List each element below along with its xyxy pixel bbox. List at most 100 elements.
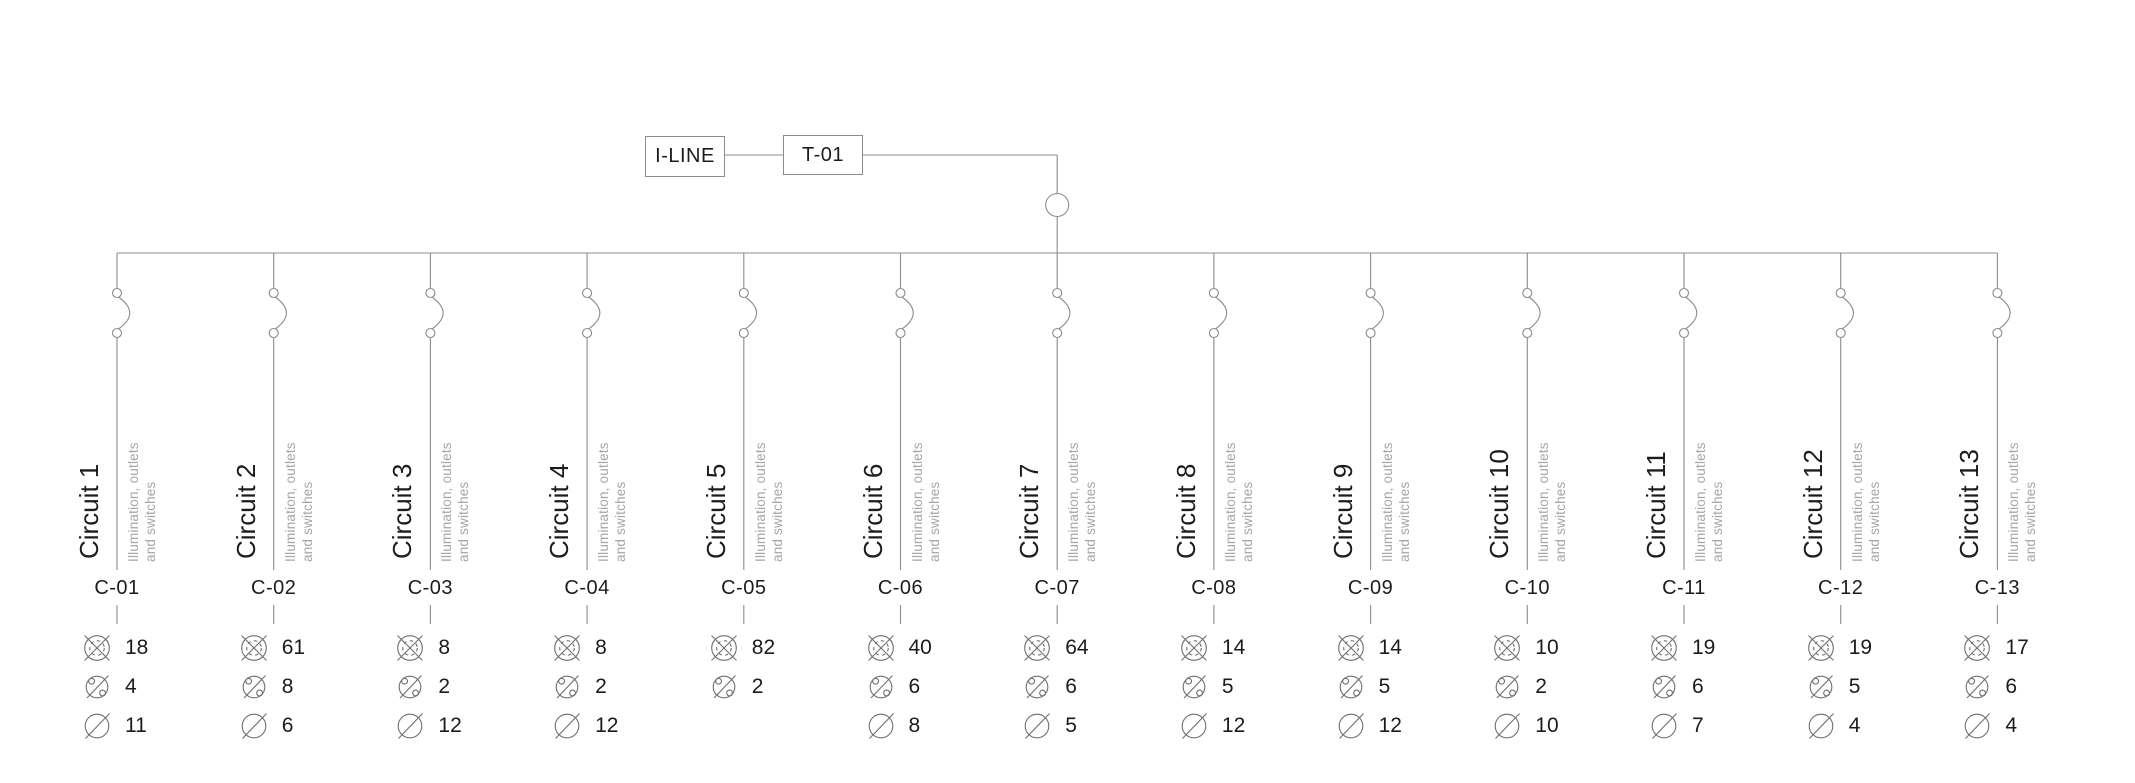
device-count-row: 82: [706, 628, 866, 667]
circuit-subtitle: Illumination, outlets and switches: [439, 442, 472, 562]
circuit-subtitle: Illumination, outlets and switches: [753, 442, 786, 562]
luminaire-icon: [1803, 630, 1839, 666]
circuit-title: Circuit 3: [387, 463, 418, 559]
circuit-title: Circuit 12: [1797, 449, 1828, 559]
device-count-row: 61: [236, 628, 396, 667]
circuit-device-counts: 19 6 7: [1646, 628, 1806, 745]
circuit-title: Circuit 4: [544, 463, 575, 559]
circuit-device-counts: 61 8 6: [236, 628, 396, 745]
transformer-label: T-01: [801, 143, 845, 166]
circuit-device-counts: 18 4 11: [79, 628, 239, 745]
main-panel-box: I-LINE: [645, 136, 725, 177]
circuit-code-label: C-09: [1347, 577, 1394, 599]
device-count-row: 4: [1803, 706, 1963, 745]
device-count-row: 8: [392, 628, 552, 667]
circuit-code-label: C-06: [877, 577, 924, 599]
circuit-subtitle-line2: and switches: [1239, 481, 1255, 562]
device-count-row: 14: [1176, 628, 1336, 667]
circuit-subtitle-line2: and switches: [1082, 481, 1098, 562]
breaker-symbol-icon: [738, 253, 758, 339]
device-count-value: 4: [1848, 713, 1861, 737]
device-count-value: 2: [595, 674, 607, 698]
device-count-row: 6: [1959, 667, 2119, 706]
circuit-title: Circuit 9: [1327, 463, 1358, 559]
device-count-value: 4: [2005, 713, 2018, 737]
breaker-symbol-icon: [425, 253, 444, 339]
switch-icon: [1803, 669, 1839, 705]
circuit-device-counts: 14 5 12: [1176, 628, 1336, 745]
device-count-value: 4: [125, 674, 137, 698]
device-count-row: 18: [79, 628, 239, 667]
device-count-value: 5: [1378, 674, 1391, 698]
circuit-code-label: C-10: [1504, 577, 1550, 599]
circuit-code-label: C-13: [1974, 577, 2021, 599]
switch-icon: [79, 669, 115, 705]
circuit-code-label: C-08: [1191, 577, 1237, 599]
circuit-code-label: C-07: [1034, 577, 1080, 599]
luminaire-icon: [236, 630, 272, 666]
device-count-value: 8: [908, 713, 921, 737]
device-count-row: 6: [1646, 667, 1806, 706]
circuit-code-label: C-05: [721, 577, 767, 599]
luminaire-icon: [1333, 630, 1369, 666]
device-count-value: 6: [2005, 674, 2018, 698]
circuit-subtitle-line2: and switches: [769, 481, 785, 562]
device-count-row: 6: [1019, 667, 1179, 706]
transformer-box: T-01: [783, 135, 863, 175]
circuit-title: Circuit 11: [1641, 451, 1671, 559]
circuit-device-counts: 82 2: [706, 628, 866, 706]
circuit-subtitle-line2: and switches: [612, 481, 628, 562]
circuit-code-label: C-04: [564, 577, 610, 599]
device-count-row: 5: [1333, 667, 1493, 706]
device-count-row: 12: [549, 706, 709, 745]
circuit-subtitle-line1: Illumination, outlets: [1066, 442, 1082, 562]
device-count-row: 6: [236, 706, 396, 745]
device-count-value: 2: [438, 674, 451, 698]
outlet-icon: [1489, 708, 1525, 744]
circuit-subtitle-line1: Illumination, outlets: [1693, 442, 1708, 562]
switch-icon: [1019, 669, 1055, 705]
circuit-device-counts: 17 6 4: [1959, 628, 2119, 745]
device-count-value: 2: [751, 674, 764, 698]
device-count-row: 10: [1489, 628, 1649, 667]
circuit-subtitle-line2: and switches: [1709, 481, 1725, 562]
circuit-title: Circuit 2: [230, 463, 261, 559]
luminaire-icon: [1176, 630, 1212, 666]
circuit-subtitle: Illumination, outlets and switches: [1380, 442, 1413, 562]
circuit-subtitle: Illumination, outlets and switches: [2006, 442, 2039, 562]
circuit-subtitle: Illumination, outlets and switches: [1693, 442, 1726, 562]
circuit-subtitle-line1: Illumination, outlets: [909, 442, 925, 562]
circuit-subtitle: Illumination, outlets and switches: [1066, 442, 1099, 562]
outlet-icon: [863, 708, 899, 744]
circuit-subtitle-line1: Illumination, outlets: [596, 442, 612, 562]
circuit-subtitle-line2: and switches: [455, 481, 471, 562]
device-count-value: 40: [908, 635, 932, 659]
device-count-row: 2: [392, 667, 552, 706]
switch-icon: [549, 669, 585, 705]
device-count-value: 64: [1065, 635, 1089, 659]
device-count-value: 17: [2005, 635, 2029, 659]
breaker-symbol-icon: [268, 253, 287, 339]
device-count-value: 7: [1692, 713, 1704, 737]
circuit-subtitle-line2: and switches: [142, 481, 158, 562]
device-count-row: 10: [1489, 706, 1649, 745]
device-count-row: 19: [1803, 628, 1963, 667]
circuit-subtitle-line1: Illumination, outlets: [439, 442, 455, 562]
device-count-row: 2: [549, 667, 709, 706]
circuit-subtitle-line1: Illumination, outlets: [282, 442, 298, 562]
circuit-code-label: C-03: [407, 577, 454, 599]
device-count-row: 2: [1489, 667, 1649, 706]
luminaire-icon: [1959, 630, 1995, 666]
breaker-symbol-icon: [1522, 253, 1541, 339]
device-count-value: 10: [1535, 635, 1559, 659]
circuit-subtitle-line1: Illumination, outlets: [1222, 442, 1238, 562]
device-count-value: 12: [1221, 713, 1246, 737]
switch-icon: [392, 669, 428, 705]
main-panel-label: I-LINE: [655, 145, 715, 167]
luminaire-icon: [863, 630, 899, 666]
device-count-value: 19: [1692, 635, 1716, 659]
luminaire-icon: [706, 630, 742, 666]
device-count-row: 12: [1333, 706, 1493, 745]
outlet-icon: [549, 708, 585, 744]
